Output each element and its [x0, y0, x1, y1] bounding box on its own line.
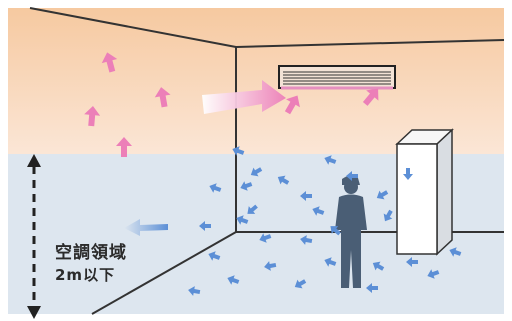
pink-up-arrow-icon [101, 52, 118, 73]
blue-arrow-icon [406, 257, 418, 267]
blue-arrow-icon [208, 251, 221, 261]
person-silhouette-icon [335, 175, 367, 288]
blue-arrow-icon [383, 209, 393, 222]
blue-arrow-icon [236, 215, 249, 225]
cool-air-arrows [188, 146, 462, 296]
blue-arrow-icon [259, 233, 272, 243]
warm-air-arrows [84, 52, 379, 157]
pink-up-arrow-icon [84, 106, 101, 127]
blue-arrow-icon [209, 183, 222, 193]
pink-up-arrow-icon [284, 95, 300, 115]
cool-airflow-blast-icon [124, 219, 168, 236]
pink-up-arrow-icon [116, 137, 132, 157]
blue-arrow-icon [312, 206, 325, 216]
blue-arrow-icon [300, 235, 313, 245]
blue-arrow-icon [240, 181, 253, 191]
blue-arrow-icon [366, 283, 378, 293]
blue-arrow-icon [232, 146, 245, 156]
blue-arrow-icon [199, 221, 211, 231]
zone-name-label: 空調領域 [55, 243, 127, 263]
blue-arrow-icon [346, 171, 358, 181]
blue-arrow-icon [324, 257, 337, 267]
zone-height-label: 2m以下 [55, 266, 116, 284]
blue-arrow-icon [264, 261, 277, 271]
blue-arrow-icon [227, 275, 240, 285]
double-headed-dashed-arrow-icon [27, 154, 41, 319]
blue-arrow-icon [324, 155, 337, 165]
blue-arrow-icon [247, 204, 258, 214]
floor-standing-unit-icon [395, 128, 454, 256]
blue-arrow-icon [376, 190, 389, 200]
blue-arrow-icon [277, 175, 290, 185]
blue-arrow-icon [330, 226, 341, 236]
blue-arrow-icon [250, 167, 263, 177]
room-outline [29, 7, 505, 315]
blue-arrow-icon [427, 269, 440, 279]
pink-up-arrow-icon [362, 88, 379, 106]
blue-arrow-icon [449, 247, 462, 257]
blue-arrow-icon [300, 191, 312, 201]
blue-arrow-icon [372, 261, 385, 271]
pink-up-arrow-icon [154, 87, 171, 108]
blue-arrow-icon [188, 286, 201, 296]
blue-arrow-icon [294, 279, 307, 289]
wall-air-conditioner-icon [278, 65, 396, 90]
warm-airflow-blast-icon [202, 80, 286, 114]
blue-arrow-icon [403, 168, 413, 180]
